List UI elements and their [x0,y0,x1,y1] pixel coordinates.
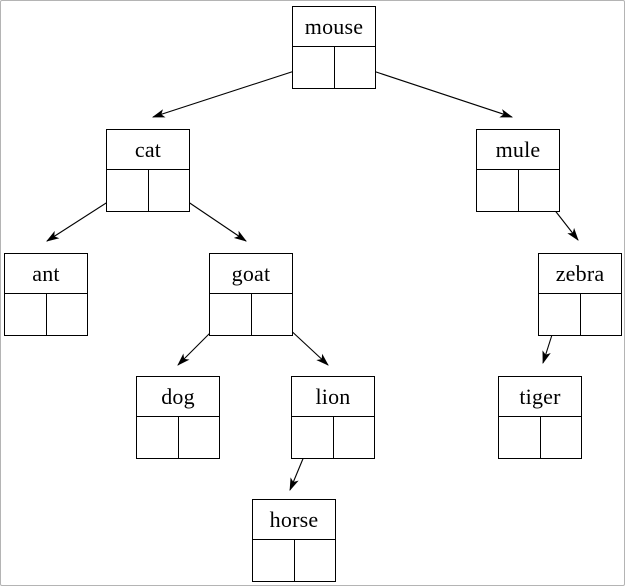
edge-mouse-cat [151,64,314,118]
left-pointer-cell [107,170,149,211]
right-pointer-cell [252,294,293,335]
tree-node-mule: mule [476,129,560,212]
node-label: tiger [499,377,581,417]
node-pointer-cells [477,170,559,211]
node-pointer-cells [137,417,219,458]
tree-node-tiger: tiger [498,376,582,459]
left-pointer-cell [477,170,519,211]
edge-mouse-mule [354,64,514,118]
node-pointer-cells [499,417,581,458]
node-pointer-cells [210,294,292,335]
right-pointer-cell [179,417,220,458]
tree-node-horse: horse [252,499,336,582]
right-pointer-cell [519,170,560,211]
right-pointer-cell [335,47,376,88]
left-pointer-cell [210,294,252,335]
node-label: mouse [293,7,375,47]
left-pointer-cell [499,417,541,458]
node-label: dog [137,377,219,417]
node-label: zebra [539,254,621,294]
node-pointer-cells [539,294,621,335]
left-pointer-cell [137,417,179,458]
left-pointer-cell [253,540,295,581]
node-label: lion [292,377,374,417]
node-label: goat [210,254,292,294]
right-pointer-cell [149,170,190,211]
node-pointer-cells [5,294,87,335]
tree-node-lion: lion [291,376,375,459]
tree-node-goat: goat [209,253,293,336]
left-pointer-cell [293,47,335,88]
right-pointer-cell [47,294,88,335]
node-label: mule [477,130,559,170]
left-pointer-cell [539,294,581,335]
node-label: ant [5,254,87,294]
node-pointer-cells [253,540,335,581]
right-pointer-cell [295,540,336,581]
tree-node-ant: ant [4,253,88,336]
right-pointer-cell [334,417,375,458]
right-pointer-cell [541,417,582,458]
left-pointer-cell [292,417,334,458]
node-label: cat [107,130,189,170]
node-label: horse [253,500,335,540]
node-pointer-cells [293,47,375,88]
tree-node-zebra: zebra [538,253,622,336]
right-pointer-cell [581,294,622,335]
tree-node-dog: dog [136,376,220,459]
tree-node-mouse: mouse [292,6,376,89]
tree-node-cat: cat [106,129,190,212]
node-pointer-cells [107,170,189,211]
left-pointer-cell [5,294,47,335]
node-pointer-cells [292,417,374,458]
